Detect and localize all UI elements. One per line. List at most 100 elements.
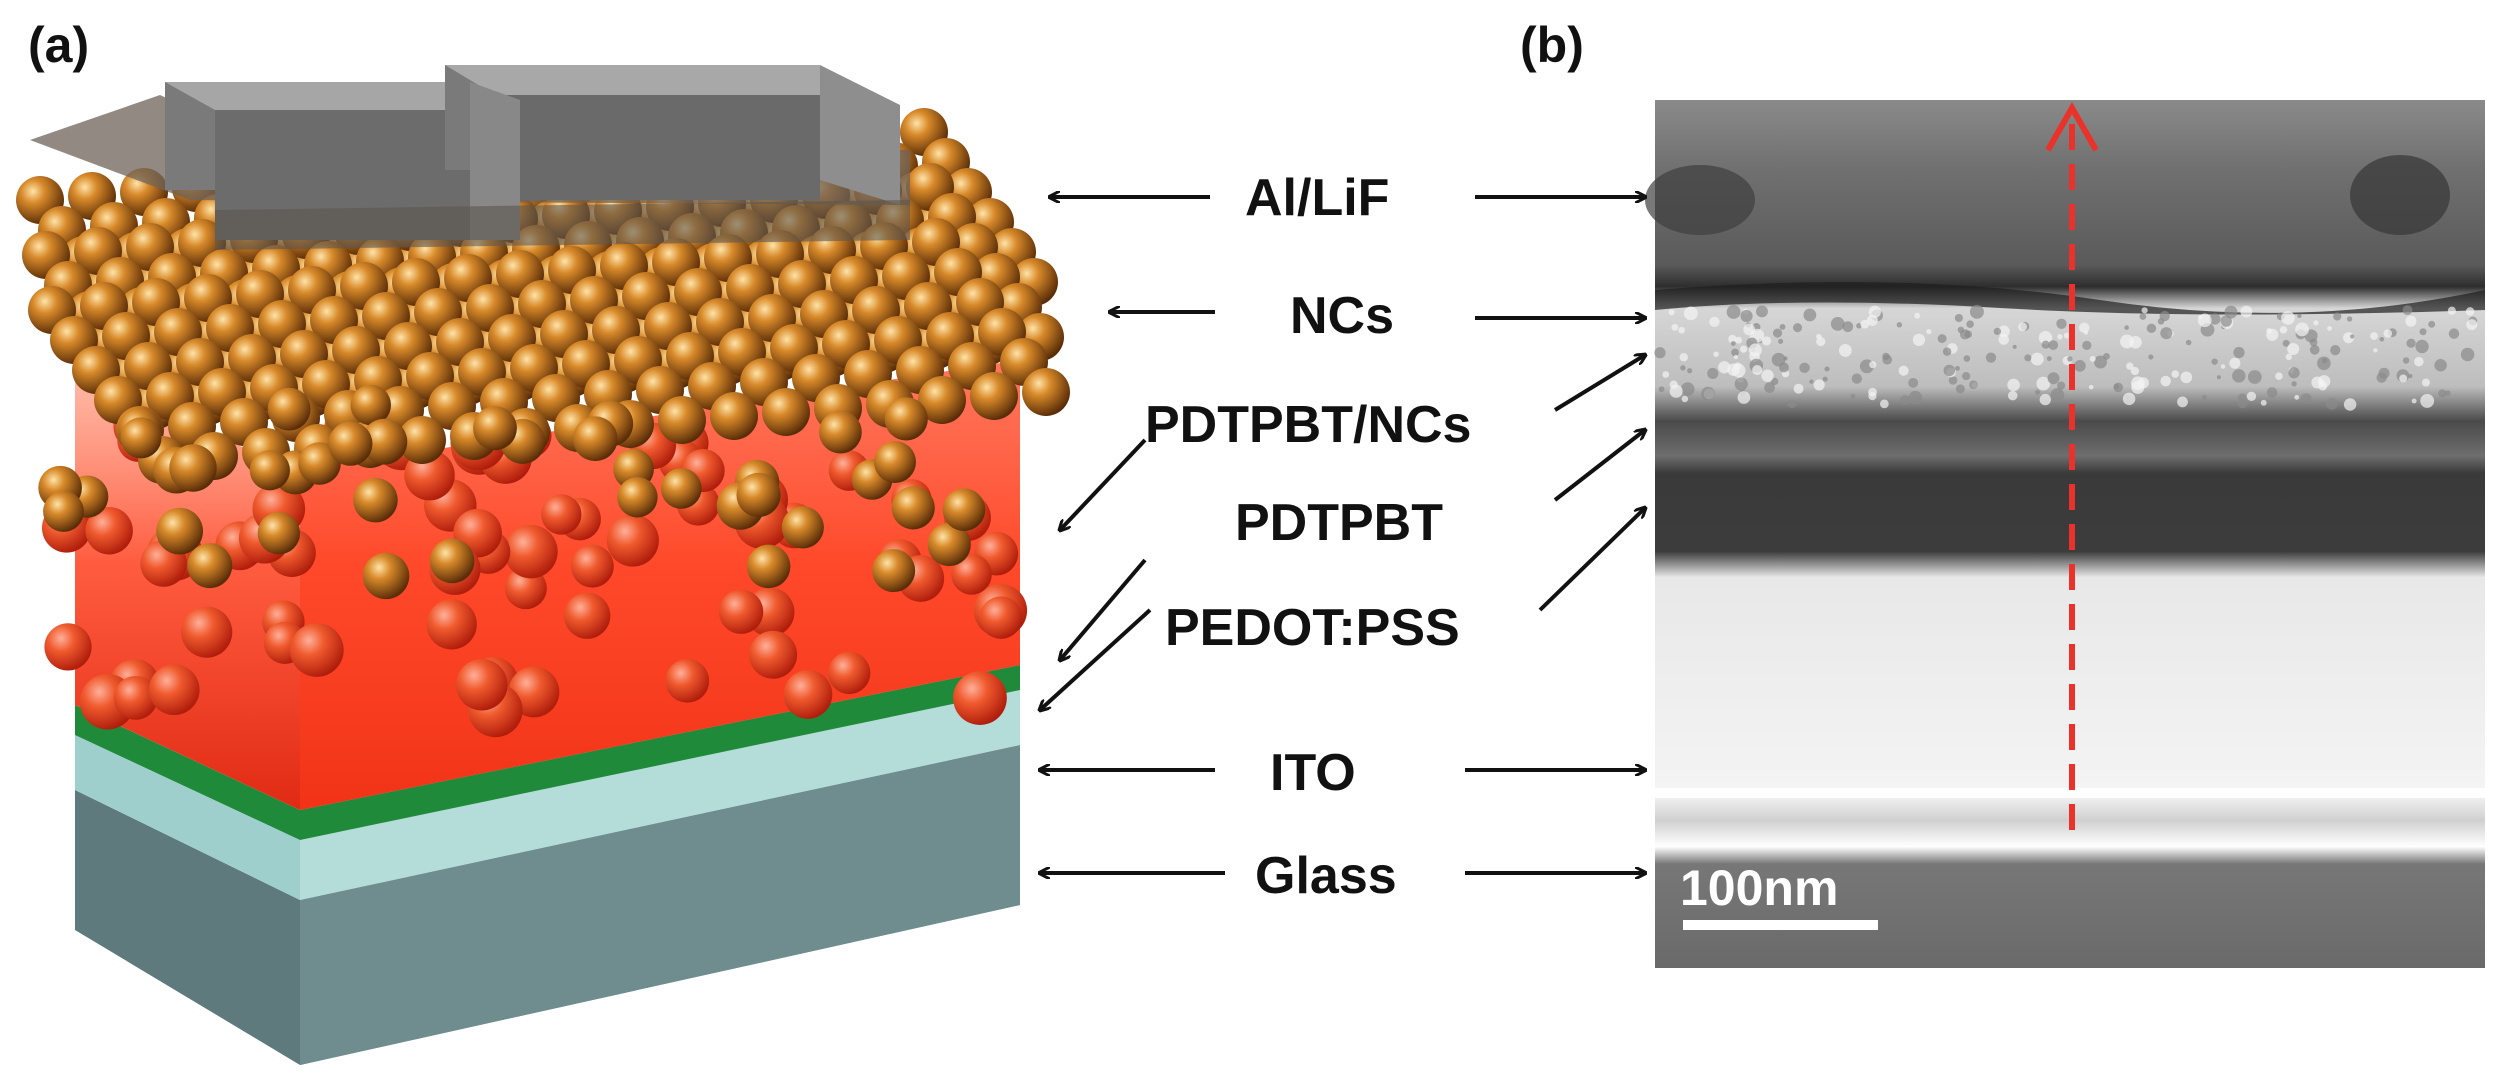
- texture-speck: [1962, 372, 1971, 381]
- texture-speck: [2180, 371, 2193, 384]
- texture-speck: [2370, 332, 2378, 340]
- texture-speck: [2057, 334, 2063, 340]
- nanocrystal-sphere: [736, 472, 781, 518]
- texture-speck: [2379, 336, 2385, 342]
- texture-speck: [1709, 316, 1720, 328]
- label-al-lif: Al/LiF: [1245, 169, 1389, 227]
- panel-b-label: (b): [1520, 17, 1584, 73]
- texture-speck: [1761, 369, 1774, 382]
- nanocrystal-sphere: [665, 659, 710, 703]
- texture-speck: [1669, 384, 1683, 398]
- nanocrystal-sphere: [979, 596, 1023, 639]
- nanocrystal-sphere: [918, 376, 966, 424]
- texture-speck: [1787, 399, 1797, 409]
- texture-speck: [2350, 334, 2355, 339]
- texture-speck: [2405, 315, 2417, 327]
- nanocrystal-sphere: [942, 488, 986, 531]
- texture-speck: [2438, 389, 2447, 398]
- texture-speck: [2211, 358, 2218, 365]
- texture-speck: [2126, 362, 2134, 370]
- nanocrystal-sphere: [541, 494, 582, 535]
- nanocrystal-sphere: [267, 387, 311, 431]
- nanocrystal-sphere: [617, 477, 658, 518]
- texture-speck: [1730, 341, 1736, 346]
- label-ito: ITO: [1270, 744, 1356, 802]
- texture-speck: [1955, 384, 1965, 394]
- nanocrystal-sphere: [398, 416, 446, 464]
- texture-speck: [2445, 390, 2451, 396]
- texture-speck: [2160, 375, 2171, 387]
- texture-speck: [1824, 366, 1830, 372]
- nanocrystal-sphere: [891, 486, 935, 530]
- texture-speck: [1668, 309, 1675, 316]
- nanocrystal-sphere: [249, 450, 290, 491]
- texture-speck: [2177, 396, 2188, 408]
- nanocrystal-sphere: [781, 506, 824, 549]
- texture-speck: [1869, 361, 1877, 369]
- texture-speck: [2266, 387, 2278, 398]
- texture-speck: [2030, 352, 2044, 366]
- texture-speck: [1985, 352, 1997, 363]
- texture-speck: [1842, 321, 1854, 333]
- texture-speck: [1701, 386, 1715, 401]
- texture-speck: [2327, 326, 2332, 331]
- nanocrystal-sphere: [606, 514, 659, 567]
- nanocrystal-sphere: [872, 549, 916, 593]
- texture-speck: [2247, 370, 2262, 384]
- texture-speck: [2428, 320, 2436, 328]
- nanocrystal-sphere: [257, 511, 301, 555]
- texture-speck: [1654, 347, 1666, 359]
- scale-bar-label: 100nm: [1680, 860, 1838, 916]
- texture-speck: [1868, 305, 1882, 318]
- texture-speck: [1850, 393, 1856, 399]
- texture-speck: [2414, 356, 2424, 367]
- texture-speck: [1662, 371, 1670, 378]
- texture-speck: [1803, 308, 1817, 322]
- texture-speck: [2089, 355, 2096, 362]
- texture-speck: [1740, 309, 1753, 323]
- texture-speck: [1680, 365, 1686, 371]
- texture-speck: [1914, 312, 1921, 319]
- texture-speck: [1822, 376, 1828, 382]
- nanocrystal-sphere: [572, 416, 618, 462]
- layer-annotations: [1040, 197, 1645, 873]
- texture-speck: [2325, 397, 2338, 410]
- nanocrystal-sphere: [749, 630, 798, 679]
- texture-speck: [2088, 384, 2094, 390]
- texture-speck: [1778, 338, 1784, 344]
- label-ncs: NCs: [1290, 287, 1394, 345]
- texture-speck: [1680, 382, 1695, 397]
- texture-speck: [1707, 367, 1719, 380]
- nanocrystal-sphere: [570, 544, 614, 588]
- nanocrystal-sphere: [1022, 368, 1070, 416]
- texture-speck: [2157, 318, 2165, 325]
- texture-speck: [2148, 354, 2154, 360]
- device-stack-illustration: [16, 65, 1070, 1065]
- texture-speck: [2137, 377, 2149, 389]
- nanocrystal-sphere: [951, 554, 992, 595]
- texture-speck: [1868, 392, 1877, 401]
- texture-speck: [2238, 398, 2248, 409]
- texture-speck: [1816, 333, 1822, 340]
- texture-speck: [2402, 357, 2410, 364]
- texture-speck: [2300, 393, 2312, 404]
- texture-speck: [2406, 338, 2416, 348]
- texture-speck: [1908, 390, 1923, 405]
- texture-speck: [2402, 305, 2413, 316]
- texture-speck: [1838, 344, 1852, 357]
- texture-speck: [2232, 369, 2246, 383]
- texture-speck: [1912, 333, 1926, 347]
- texture-speck: [2038, 330, 2053, 345]
- nanocrystal-sphere: [429, 538, 475, 584]
- texture-speck: [2408, 373, 2413, 379]
- texture-speck: [1860, 319, 1870, 329]
- nanocrystal-sphere: [353, 477, 398, 523]
- nanocrystal-sphere: [426, 599, 477, 650]
- texture-speck: [1851, 373, 1862, 384]
- texture-speck: [1882, 354, 1893, 365]
- texture-speck: [1735, 336, 1743, 344]
- texture-speck: [1770, 377, 1779, 386]
- texture-speck: [1969, 380, 1978, 390]
- texture-speck: [1957, 326, 1965, 334]
- nanocrystal-sphere: [361, 418, 408, 465]
